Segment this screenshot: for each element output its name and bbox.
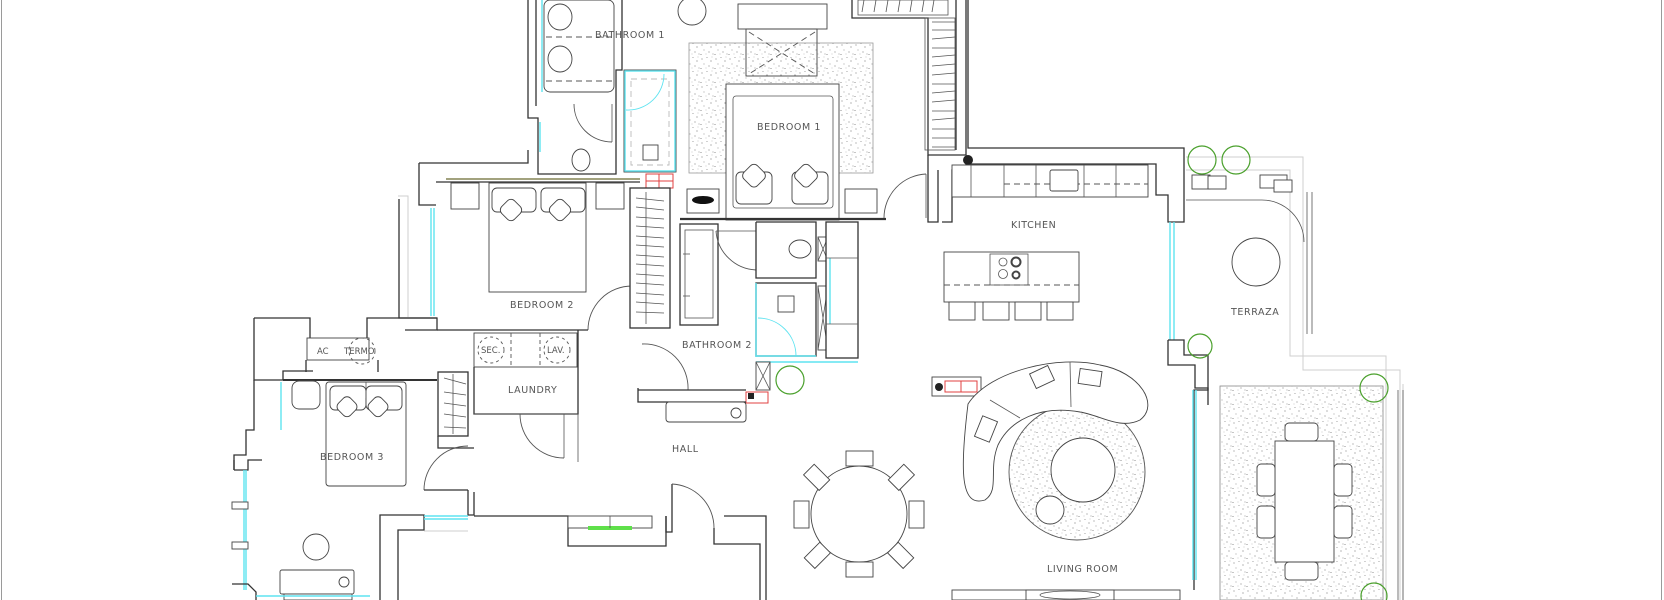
bathroom-1-area	[527, 0, 707, 175]
plant-icon	[1221, 145, 1251, 175]
dining-chairs	[793, 450, 925, 578]
chair	[1333, 505, 1353, 539]
pillow-icon	[742, 163, 766, 188]
cushion	[973, 415, 999, 443]
bar-stool	[948, 301, 976, 321]
label-living-room: LIVING ROOM	[1047, 564, 1118, 575]
label-kitchen: KITCHEN	[1011, 220, 1056, 231]
kitchen-area	[942, 0, 1209, 590]
termo-label: TERMO	[343, 347, 375, 357]
toilet-icon	[788, 239, 812, 259]
label-bedroom-1: BEDROOM 1	[757, 122, 821, 133]
bench	[737, 3, 828, 30]
washer-label: LAV.	[547, 346, 565, 356]
label-bedroom-2: BEDROOM 2	[510, 300, 574, 311]
plant-icon	[1187, 145, 1217, 175]
terraza-area	[1186, 145, 1404, 600]
bedroom-2-area	[398, 150, 671, 331]
hall-area	[474, 483, 767, 600]
bedroom-3-area	[231, 380, 475, 600]
round-side-table	[677, 0, 707, 26]
chair	[1256, 463, 1276, 497]
ac-label: AC	[317, 347, 329, 357]
ac-unit	[306, 337, 370, 361]
plant-icon	[1359, 373, 1389, 403]
label-terraza: TERRAZA	[1230, 307, 1279, 318]
right-border	[1661, 0, 1662, 600]
shower-drain-icon	[777, 295, 795, 313]
plant-icon	[1187, 333, 1213, 359]
side-table	[1035, 495, 1065, 525]
chair	[1333, 463, 1353, 497]
armchair	[291, 380, 321, 410]
nightstand	[844, 188, 878, 214]
round-terrace-table	[1231, 237, 1281, 287]
label-bathroom-1: BATHROOM 1	[595, 30, 665, 41]
armchair	[1191, 174, 1211, 190]
column-icon	[963, 155, 973, 165]
bedroom-1-area	[645, 0, 967, 223]
dryer-label: SEC.	[481, 346, 500, 356]
tv-console	[745, 28, 818, 77]
plant-icon	[775, 365, 805, 395]
nightstand	[450, 182, 480, 210]
washbasin-icon	[547, 3, 573, 31]
washbasin-icon	[547, 45, 573, 73]
hall-console	[665, 401, 747, 423]
pillow-icon	[367, 396, 389, 418]
bathroom-2-area	[637, 221, 859, 423]
dining-area	[793, 376, 982, 578]
label-bathroom-2: BATHROOM 2	[682, 340, 752, 351]
fireplace-console	[931, 376, 982, 397]
label-hall: HALL	[672, 444, 699, 455]
chair	[1284, 561, 1319, 581]
toilet-icon	[571, 148, 591, 172]
bar-stool	[982, 301, 1010, 321]
plant-icon	[1360, 582, 1388, 600]
pillow-icon	[499, 198, 523, 222]
kitchen-sink-icon	[1049, 169, 1079, 192]
lamp-icon	[692, 196, 714, 204]
chair	[1256, 505, 1276, 539]
chair	[1284, 422, 1319, 442]
living-room-area	[951, 361, 1181, 600]
dining-table-outdoor	[1274, 440, 1335, 563]
label-bedroom-3: BEDROOM 3	[320, 452, 384, 463]
cushion	[1028, 364, 1056, 390]
shower-drain-icon	[642, 144, 659, 161]
room-labels: BATHROOM 1 BEDROOM 1 KITCHEN TERRAZA BED…	[320, 30, 1279, 575]
bar-stool	[1014, 301, 1042, 321]
pillow-icon	[548, 198, 572, 222]
label-laundry: LAUNDRY	[508, 385, 557, 396]
pillow-icon	[794, 163, 818, 188]
cushion	[1077, 368, 1103, 387]
left-border	[1, 0, 2, 600]
desk-chair	[302, 533, 330, 561]
pillow-icon	[336, 396, 358, 418]
bar-stool	[1046, 301, 1074, 321]
curved-sofa	[962, 361, 1149, 502]
bathtub	[684, 229, 714, 319]
laundry-area: SEC. LAV. AC TERMO	[253, 317, 579, 462]
laundry-appliance-bay	[473, 332, 578, 368]
round-coffee-table	[1050, 437, 1116, 503]
nightstand	[595, 182, 625, 210]
